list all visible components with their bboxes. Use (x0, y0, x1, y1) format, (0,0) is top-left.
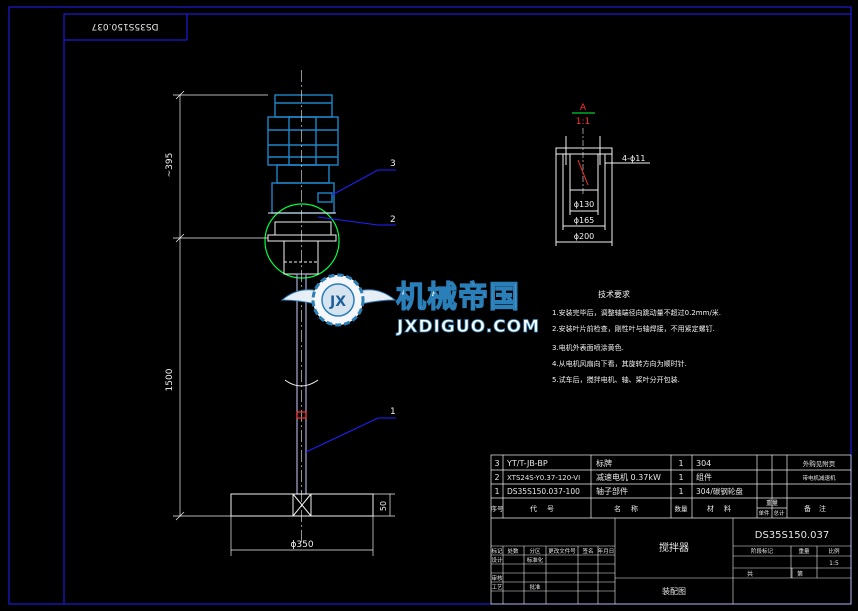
motor (267, 94, 339, 214)
bom-row-3-qty: 1 (678, 459, 683, 468)
bom-header-qty: 数量 (675, 504, 689, 513)
rotation-arrow (284, 379, 319, 387)
bom-header-no: 序号 (491, 504, 505, 513)
bom-row-1-code: DS35S150.037-100 (507, 487, 580, 496)
agitator-main-view: ~395 1500 ϕ350 50 3 2 1 (165, 70, 396, 556)
dimension-overall-height: ~395 (165, 153, 175, 178)
detail-d3: ϕ200 (574, 232, 595, 241)
note-item-3: 3.电机外表面喷涂黄色. (552, 343, 624, 352)
tb-label-change-doc: 更改文件号 (548, 547, 576, 555)
bom-header-total-weight: 总计 (773, 509, 785, 517)
tb-label-standard: 标准化 (527, 556, 544, 564)
tb-scale-value: 1:5 (829, 560, 839, 567)
note-item-1: 1.安装完毕后，调整轴端径向跳动量不超过0.2mm/米. (552, 308, 721, 317)
bom-row-1-qty: 1 (678, 487, 683, 496)
detail-d2: ϕ165 (574, 216, 595, 225)
bom-row-1-name: 轴子部件 (596, 486, 628, 496)
bom-header-remark: 备注 (804, 504, 834, 513)
watermark-badge: JX (329, 294, 346, 310)
tb-stage-mark-label: 阶段标记 (751, 547, 774, 555)
tb-label-review: 审核 (491, 574, 503, 582)
bom-row-3-remark: 外购见附页 (803, 459, 836, 468)
watermark-title: 机械帝国 (396, 280, 520, 315)
tb-scale-label: 比例 (828, 547, 840, 555)
balloon-1: 1 (390, 407, 396, 417)
bom-row-2-no: 2 (494, 473, 499, 482)
tb-label-zone: 分区 (529, 547, 541, 555)
bom-header-unit-weight: 单件 (758, 509, 770, 517)
detail-view-a: A 1:1 4-ϕ11 ϕ130 ϕ165 ϕ200 (555, 103, 650, 246)
bom-row-2-qty: 1 (678, 473, 683, 482)
impeller-blade (230, 493, 374, 517)
balloon-2: 2 (390, 215, 396, 225)
note-item-2: 2.安装叶片前检查，刚性叶与轴焊接，不用紧定螺钉. (552, 324, 715, 333)
dimension-impeller-diameter: ϕ350 (290, 540, 313, 550)
bom-row-1-no: 1 (494, 487, 499, 496)
title-block: 标记 处数 分区 更改文件号 签名 年月日 设计 标准化 审核 工艺 批准 搅拌… (491, 518, 851, 604)
tb-label-approve: 批准 (529, 583, 541, 591)
tb-sheet-total: 共 (747, 570, 753, 578)
notes-title: 技术要求 (598, 289, 630, 299)
bom-row-3-no: 3 (494, 459, 499, 468)
bom-row-2-name: 减速电机 0.37kW (596, 472, 661, 482)
bom-row-2-remark: 带电机减速机 (802, 474, 836, 482)
bom-row-2-code: XTS24S-Y0.37-120-VI (507, 474, 580, 482)
tb-label-process: 工艺 (491, 584, 503, 591)
dimension-shaft-length: 1500 (165, 368, 175, 391)
tb-sheet-no: 第 (797, 570, 803, 578)
tb-weight-label: 重量 (798, 547, 810, 555)
bom-row-2-material: 组件 (696, 472, 712, 482)
drawing-frame (8, 6, 852, 605)
technical-notes: 技术要求 1.安装完毕后，调整轴端径向跳动量不超过0.2mm/米. 2.安装叶片… (552, 289, 721, 384)
detail-scale: 1:1 (576, 117, 590, 127)
title-tag: DS35S150.037 (91, 21, 158, 31)
watermark-subtitle: JXDIGUO.COM (396, 317, 540, 337)
tb-drawing-no: DS35S150.037 (755, 530, 829, 541)
note-item-4: 4.从电机风扇向下看，其旋转方向为顺时针. (552, 359, 687, 368)
bom-header-weight: 重量 (766, 499, 778, 507)
bom-row-1-material: 304/碳钢轮盘 (696, 486, 743, 496)
tb-label-mark: 标记 (491, 547, 503, 555)
bom-header-material: 材料 (707, 504, 741, 513)
tb-label-date: 年月日 (598, 547, 615, 555)
bom-row-3-name: 标牌 (596, 458, 612, 468)
bom-header-code: 代号 (530, 504, 564, 513)
bom-row-3-code: YT/T-JB-BP (506, 459, 548, 468)
bom-header-name: 名称 (614, 504, 648, 513)
tb-drawing-type: 装配图 (662, 586, 686, 596)
tb-label-design: 设计 (491, 556, 503, 564)
watermark: JX 机械帝国 JXDIGUO.COM (280, 273, 540, 337)
tb-part-name: 搅拌器 (659, 541, 689, 554)
tb-label-sign: 签名 (582, 547, 593, 555)
detail-d1: ϕ130 (574, 200, 595, 209)
balloon-leaders (305, 169, 396, 453)
note-item-5: 5.试车后，搅拌电机、轴、桨叶分开包装. (552, 375, 680, 384)
detail-holes: 4-ϕ11 (622, 154, 645, 163)
detail-marker: A (580, 103, 587, 113)
bom-row-3-material: 304 (696, 459, 711, 468)
balloon-3: 3 (390, 159, 396, 169)
tb-label-count: 处数 (507, 547, 519, 555)
dimension-lines (173, 90, 395, 556)
title-tag-box: DS35S150.037 (63, 13, 188, 41)
dimension-blade-height: 50 (379, 501, 388, 511)
bom-table: 3 YT/T-JB-BP 标牌 1 304 外购见附页 2 XTS24S-Y0.… (491, 454, 852, 605)
flange-detail-circle (264, 203, 340, 279)
